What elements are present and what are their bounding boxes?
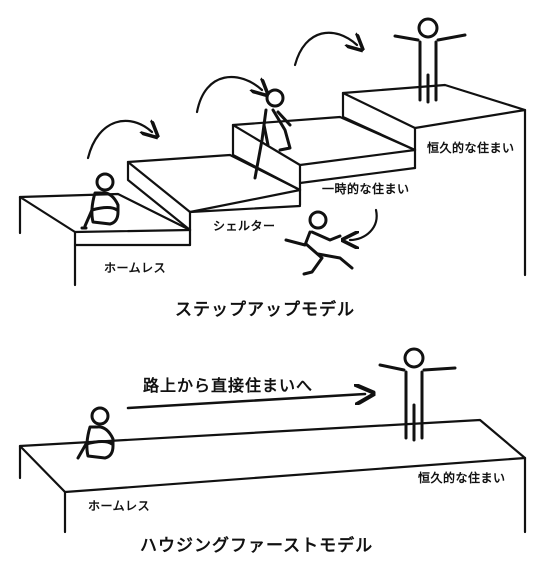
platform — [18, 418, 527, 534]
arrow-caption: 路上から直接住まいへ — [143, 376, 314, 395]
label-homeless-hf: ホームレス — [88, 499, 151, 513]
label-temporary-housing: 一時的な住まい — [322, 182, 410, 196]
curved-arrow-icon — [293, 31, 357, 67]
step-4-riser — [341, 91, 417, 152]
label-homeless: ホームレス — [104, 261, 167, 275]
curved-arrow-icon — [86, 121, 152, 160]
curved-arrow-icon — [350, 208, 378, 240]
label-shelter: シェルター — [213, 219, 276, 233]
housing-first-title: ハウジングファーストモデル — [140, 536, 374, 556]
running-person-icon — [284, 210, 354, 276]
sitting-person-icon — [76, 406, 115, 460]
sitting-person-icon — [80, 172, 120, 230]
step-3-riser — [231, 123, 302, 192]
step-4-top — [341, 83, 527, 130]
label-permanent-housing: 恒久的な住まい — [427, 141, 515, 155]
straight-arrow-icon — [126, 394, 365, 410]
curved-arrow-icon — [195, 76, 262, 114]
step-2-riser — [126, 160, 192, 232]
label-permanent-housing-hf: 恒久的な住まい — [418, 471, 506, 485]
cheering-person-icon — [393, 17, 467, 104]
step-3-front-bottom — [298, 166, 417, 185]
step-2-top — [126, 153, 302, 214]
cheering-person-icon — [378, 347, 457, 442]
stairs — [18, 83, 527, 287]
step-2-front-bottom — [188, 204, 302, 214]
climbing-person-icon — [253, 88, 292, 180]
step-model-title: ステップアップモデル — [175, 300, 355, 320]
step-1-top — [18, 192, 192, 234]
